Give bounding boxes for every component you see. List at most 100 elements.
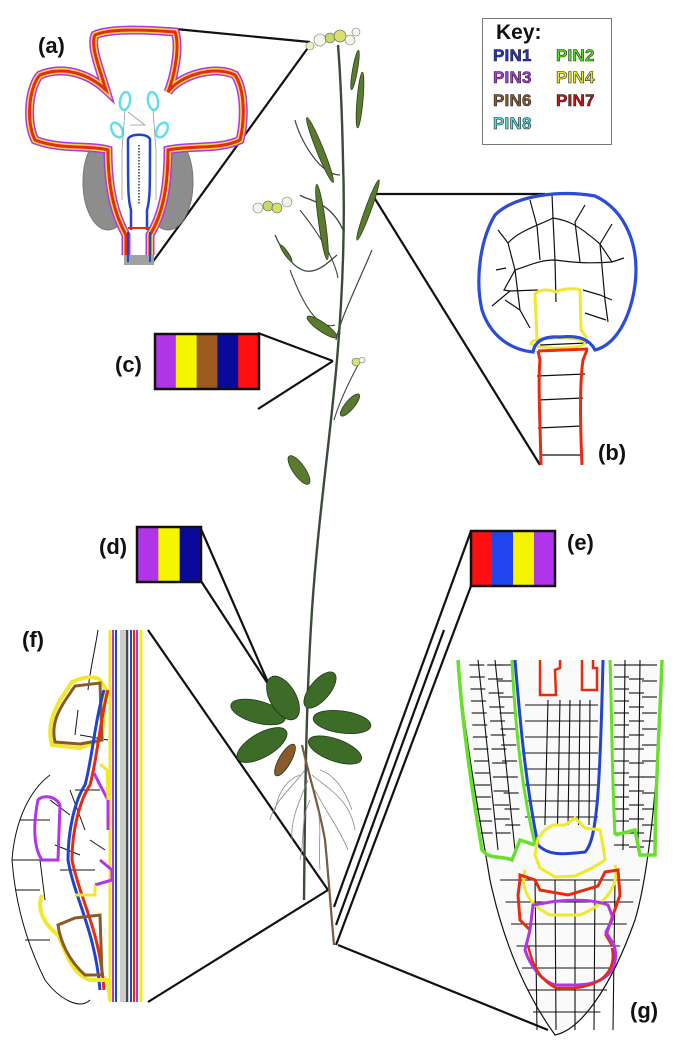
hypocotyl-bar-band [179, 527, 202, 582]
pin6-cell [52, 681, 104, 746]
rosette-leaf [230, 698, 286, 726]
anther-pin8 [118, 90, 132, 112]
leaf [287, 455, 311, 485]
connector-c-bottom [257, 360, 334, 410]
pin3-cell [33, 795, 62, 862]
connector-a-bottom [151, 44, 311, 264]
branch [335, 249, 373, 341]
panel-label-d: (d) [99, 534, 128, 559]
branch [294, 119, 341, 176]
root-bar-band [513, 531, 535, 586]
plant-illustration: REDACTED" data-interactable="false"/> [230, 27, 380, 946]
panel-g-root-tip [456, 659, 664, 1036]
main-stem [302, 44, 345, 901]
flower-cluster-top [305, 27, 361, 51]
root-bar-band [492, 531, 514, 586]
pedicel-pin1 [127, 232, 151, 262]
rosette-leaf [274, 743, 296, 777]
rosette: REDACTED" data-interactable="false"/> [230, 671, 372, 777]
legend-entry-pin1: PIN1 [493, 46, 532, 66]
embryo-pin1-outline [477, 192, 638, 354]
hypocotyl-bar-band [137, 527, 159, 582]
root-pin4-qc [533, 816, 607, 879]
rosette-leaf [266, 675, 300, 721]
root-pin4-columella [522, 864, 618, 917]
legend-entry-pin6: PIN6 [493, 91, 532, 111]
root-bar-band [534, 531, 556, 586]
anther-pin8 [109, 121, 125, 139]
legend-key: Key: PIN1 PIN2 PIN3 PIN4 PIN6 PIN7 PIN8 [482, 18, 612, 145]
panel-label-c: (c) [115, 352, 142, 377]
embryo-pin4 [533, 287, 589, 341]
root-bar-band [471, 531, 493, 586]
connector-e-bottom [334, 585, 473, 946]
root-bar-border [469, 529, 557, 588]
panel-label-f: (f) [22, 627, 44, 652]
petal-outline-pin7 [28, 28, 245, 255]
connector-c-top [257, 331, 334, 363]
leaf [306, 315, 338, 339]
connector-e-top [332, 530, 473, 908]
anther-pin8 [146, 90, 160, 112]
panel-d-hypocotyl-bar [135, 525, 203, 584]
connector-g-top [334, 629, 446, 926]
panel-b-embryo [477, 192, 638, 466]
root-pin2-left-inner [510, 659, 537, 846]
rosette-leaf [312, 709, 372, 735]
stem-bar-band [217, 334, 239, 389]
legend-entry-pin7: PIN7 [556, 91, 595, 111]
flower-cluster-small [351, 356, 366, 367]
root-pin7-upper-right [580, 660, 599, 692]
connector-b-bottom [371, 193, 541, 466]
hypocotyl-bar-band [158, 527, 181, 582]
legend-entry-pin2: PIN2 [556, 46, 595, 66]
leaf [350, 49, 360, 91]
stem-bar-band [175, 334, 198, 389]
panel-label-a: (a) [38, 33, 65, 58]
panel-a-flower [25, 25, 248, 265]
stem-bar-band [196, 334, 218, 389]
root-pin7-upper-left [538, 660, 562, 697]
pin7-path [70, 689, 110, 991]
connector-d-bottom [200, 580, 271, 688]
rosette-leaf [308, 735, 362, 765]
flower-cluster-side [252, 196, 293, 214]
leaf [355, 71, 365, 129]
legend-entry-pin8: PIN8 [493, 114, 532, 134]
panel-f-lateral-root [11, 629, 143, 1005]
leaf [356, 179, 380, 241]
hypocotyl-bar-border [135, 525, 203, 584]
leaf [279, 244, 293, 262]
leaf [306, 117, 334, 183]
pin6-cell-lower [56, 913, 104, 977]
panel-c-stem-bar [153, 332, 261, 391]
branch [289, 269, 336, 327]
pin1-path [66, 689, 106, 991]
legend-title: Key: [496, 21, 542, 44]
stem-bar-band [155, 334, 177, 389]
legend-entry-pin4: PIN4 [556, 68, 595, 88]
pin4-cell [48, 675, 108, 751]
stele [120, 630, 129, 1002]
pin4-cell-lower [38, 894, 112, 1001]
panel-label-g: (g) [630, 998, 659, 1023]
panel-label-b: (b) [598, 440, 627, 465]
connector-d-top [199, 528, 272, 688]
branch [333, 364, 359, 421]
root-system [269, 744, 356, 946]
suspensor-top-pin7 [537, 347, 589, 353]
connector-f-bottom [147, 889, 329, 1003]
anther-pin8 [154, 121, 170, 139]
connector-lines [147, 26, 549, 1032]
leaf [315, 183, 329, 261]
root-pin2-right [614, 659, 664, 857]
connector-a-top [164, 26, 311, 44]
rosette-leaf [236, 727, 288, 763]
panel-label-e: (e) [567, 530, 594, 555]
suspensor-pin7 [536, 349, 589, 466]
stem-bar-border [153, 332, 261, 391]
root-pin2-left [456, 659, 536, 863]
stem-bar-band [238, 334, 260, 389]
